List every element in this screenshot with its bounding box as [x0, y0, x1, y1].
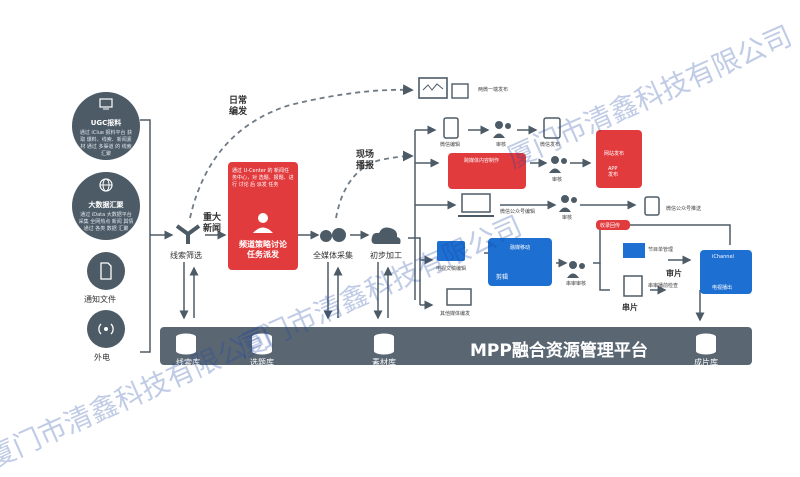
- ucenter-title: 频道策略讨论 任务派发: [239, 240, 287, 259]
- edit-btn-label: 剪辑: [496, 274, 509, 281]
- ucenter-task-box: 通过 U-Center 的 新闻任务中心，对 选题、报题、进行 讨论 后 派发 …: [228, 162, 298, 270]
- reviewers3-icon: [559, 195, 577, 212]
- devices-icon: [418, 77, 469, 99]
- reviewers-icon: [493, 121, 511, 138]
- checklist-icon: [623, 275, 643, 297]
- app-pub-label: APP 发布: [608, 166, 619, 178]
- database-icon: [696, 333, 716, 355]
- wire-circle: [87, 310, 125, 348]
- mobile-label: 融媒移动: [510, 245, 531, 251]
- broadcast-check-label: 串审播前检查: [648, 283, 679, 289]
- ichannel-box: iChannel 电视播出: [700, 250, 752, 294]
- mobile-media-box: 融媒移动 剪辑: [488, 238, 552, 286]
- ugc-title: UGC报料: [90, 119, 122, 127]
- mobile-pub-label: 其他媒体编发: [440, 311, 471, 317]
- official-push-label: 微信公众号推送: [666, 206, 702, 212]
- wechat-publish-icon: [543, 117, 561, 139]
- major-label: 重大 新闻: [203, 213, 222, 234]
- receive-label: 收录回传: [600, 223, 621, 229]
- screening-label: 线索筛选: [170, 251, 202, 260]
- review-pass-label: 审片: [666, 269, 682, 278]
- multiscreen-box: 跨媒体内容制作: [448, 153, 526, 189]
- phone-edit-icon: [443, 117, 459, 139]
- document-icon: [100, 262, 112, 280]
- reviewers2-icon: [549, 156, 567, 173]
- scene-label: 现场 播报: [356, 150, 375, 171]
- daily-label: 日常 编发: [229, 96, 248, 117]
- notice-label: 通知文件: [84, 295, 116, 304]
- phone-push-icon: [644, 196, 660, 216]
- review1-label: 审核: [496, 142, 507, 148]
- ugc-desc: 通过 iClue 报料平台 获取 爆料、线索、新闻素材 通过 多渠道 的 线索汇…: [79, 130, 133, 157]
- tv-out-label: 电视播出: [712, 285, 733, 291]
- db-topic: 选题库: [250, 358, 274, 367]
- review2-label: 审核: [552, 177, 563, 183]
- laptop-icon: [458, 193, 494, 217]
- bigdata-title: 大数据汇聚: [88, 201, 124, 209]
- db-clue: 线索库: [176, 358, 200, 367]
- all-media-label: 全媒体采集: [313, 251, 353, 260]
- users-icon: [253, 213, 273, 233]
- web-pub-label: 网站发布: [604, 151, 625, 157]
- ucenter-desc: 通过 U-Center 的 新闻任务中心，对 选题、报题、进行 讨论 后 派发 …: [232, 168, 294, 188]
- notice-circle: [87, 252, 125, 290]
- official-edit-label: 微信公众号编辑: [500, 209, 536, 215]
- bigdata-source-circle: 大数据汇聚 通过 iData 大数据平台 采集 全网热点 新闻 舆情 通过 各类…: [72, 172, 140, 240]
- tv-edit-label: 电视文稿编辑: [436, 266, 467, 272]
- multiscreen-label: 跨媒体内容制作: [464, 158, 500, 164]
- wechat-pub-label: 两微一端发布: [478, 87, 509, 93]
- db-finished: 成片库: [694, 358, 718, 367]
- database-icon: [176, 333, 196, 355]
- signal-icon: [98, 323, 114, 335]
- screening-icon: [175, 224, 201, 244]
- database-icon: [374, 333, 394, 355]
- cloud-icon: [371, 227, 401, 244]
- web-app-box: 网站发布 APP 发布: [596, 130, 642, 188]
- initial-label: 初步加工: [370, 251, 402, 260]
- reviewers4-icon: [567, 261, 585, 278]
- program-icon: [623, 243, 645, 258]
- series-label: 串片: [622, 303, 638, 312]
- wire-label: 外电: [94, 353, 110, 362]
- receive-badge: 收录回传: [596, 220, 630, 230]
- wechat-edit-label: 微信编辑: [440, 142, 461, 148]
- platform-title: MPP融合资源管理平台: [470, 341, 648, 361]
- ugc-source-circle: UGC报料 通过 iClue 报料平台 获取 爆料、线索、新闻素材 通过 多渠道…: [72, 92, 140, 160]
- all-media-icon: [320, 228, 346, 242]
- database-icon: [252, 333, 272, 355]
- review4-label: 串审审核: [566, 281, 587, 287]
- monitor-icon: [99, 98, 113, 110]
- prog-mgmt-label: 节目单管理: [648, 247, 674, 253]
- wechat-publish-label: 微信发布: [540, 142, 561, 148]
- db-material: 素材库: [372, 358, 396, 367]
- globe-icon: [99, 178, 113, 192]
- ichannel-label: iChannel: [712, 254, 734, 260]
- review3-label: 审核: [562, 215, 573, 221]
- bigdata-desc: 通过 iData 大数据平台 采集 全网热点 新闻 舆情 通过 各类 数据 汇聚: [78, 212, 134, 232]
- monitor-mobile-icon: [446, 288, 472, 306]
- tv-edit-icon: [437, 241, 465, 261]
